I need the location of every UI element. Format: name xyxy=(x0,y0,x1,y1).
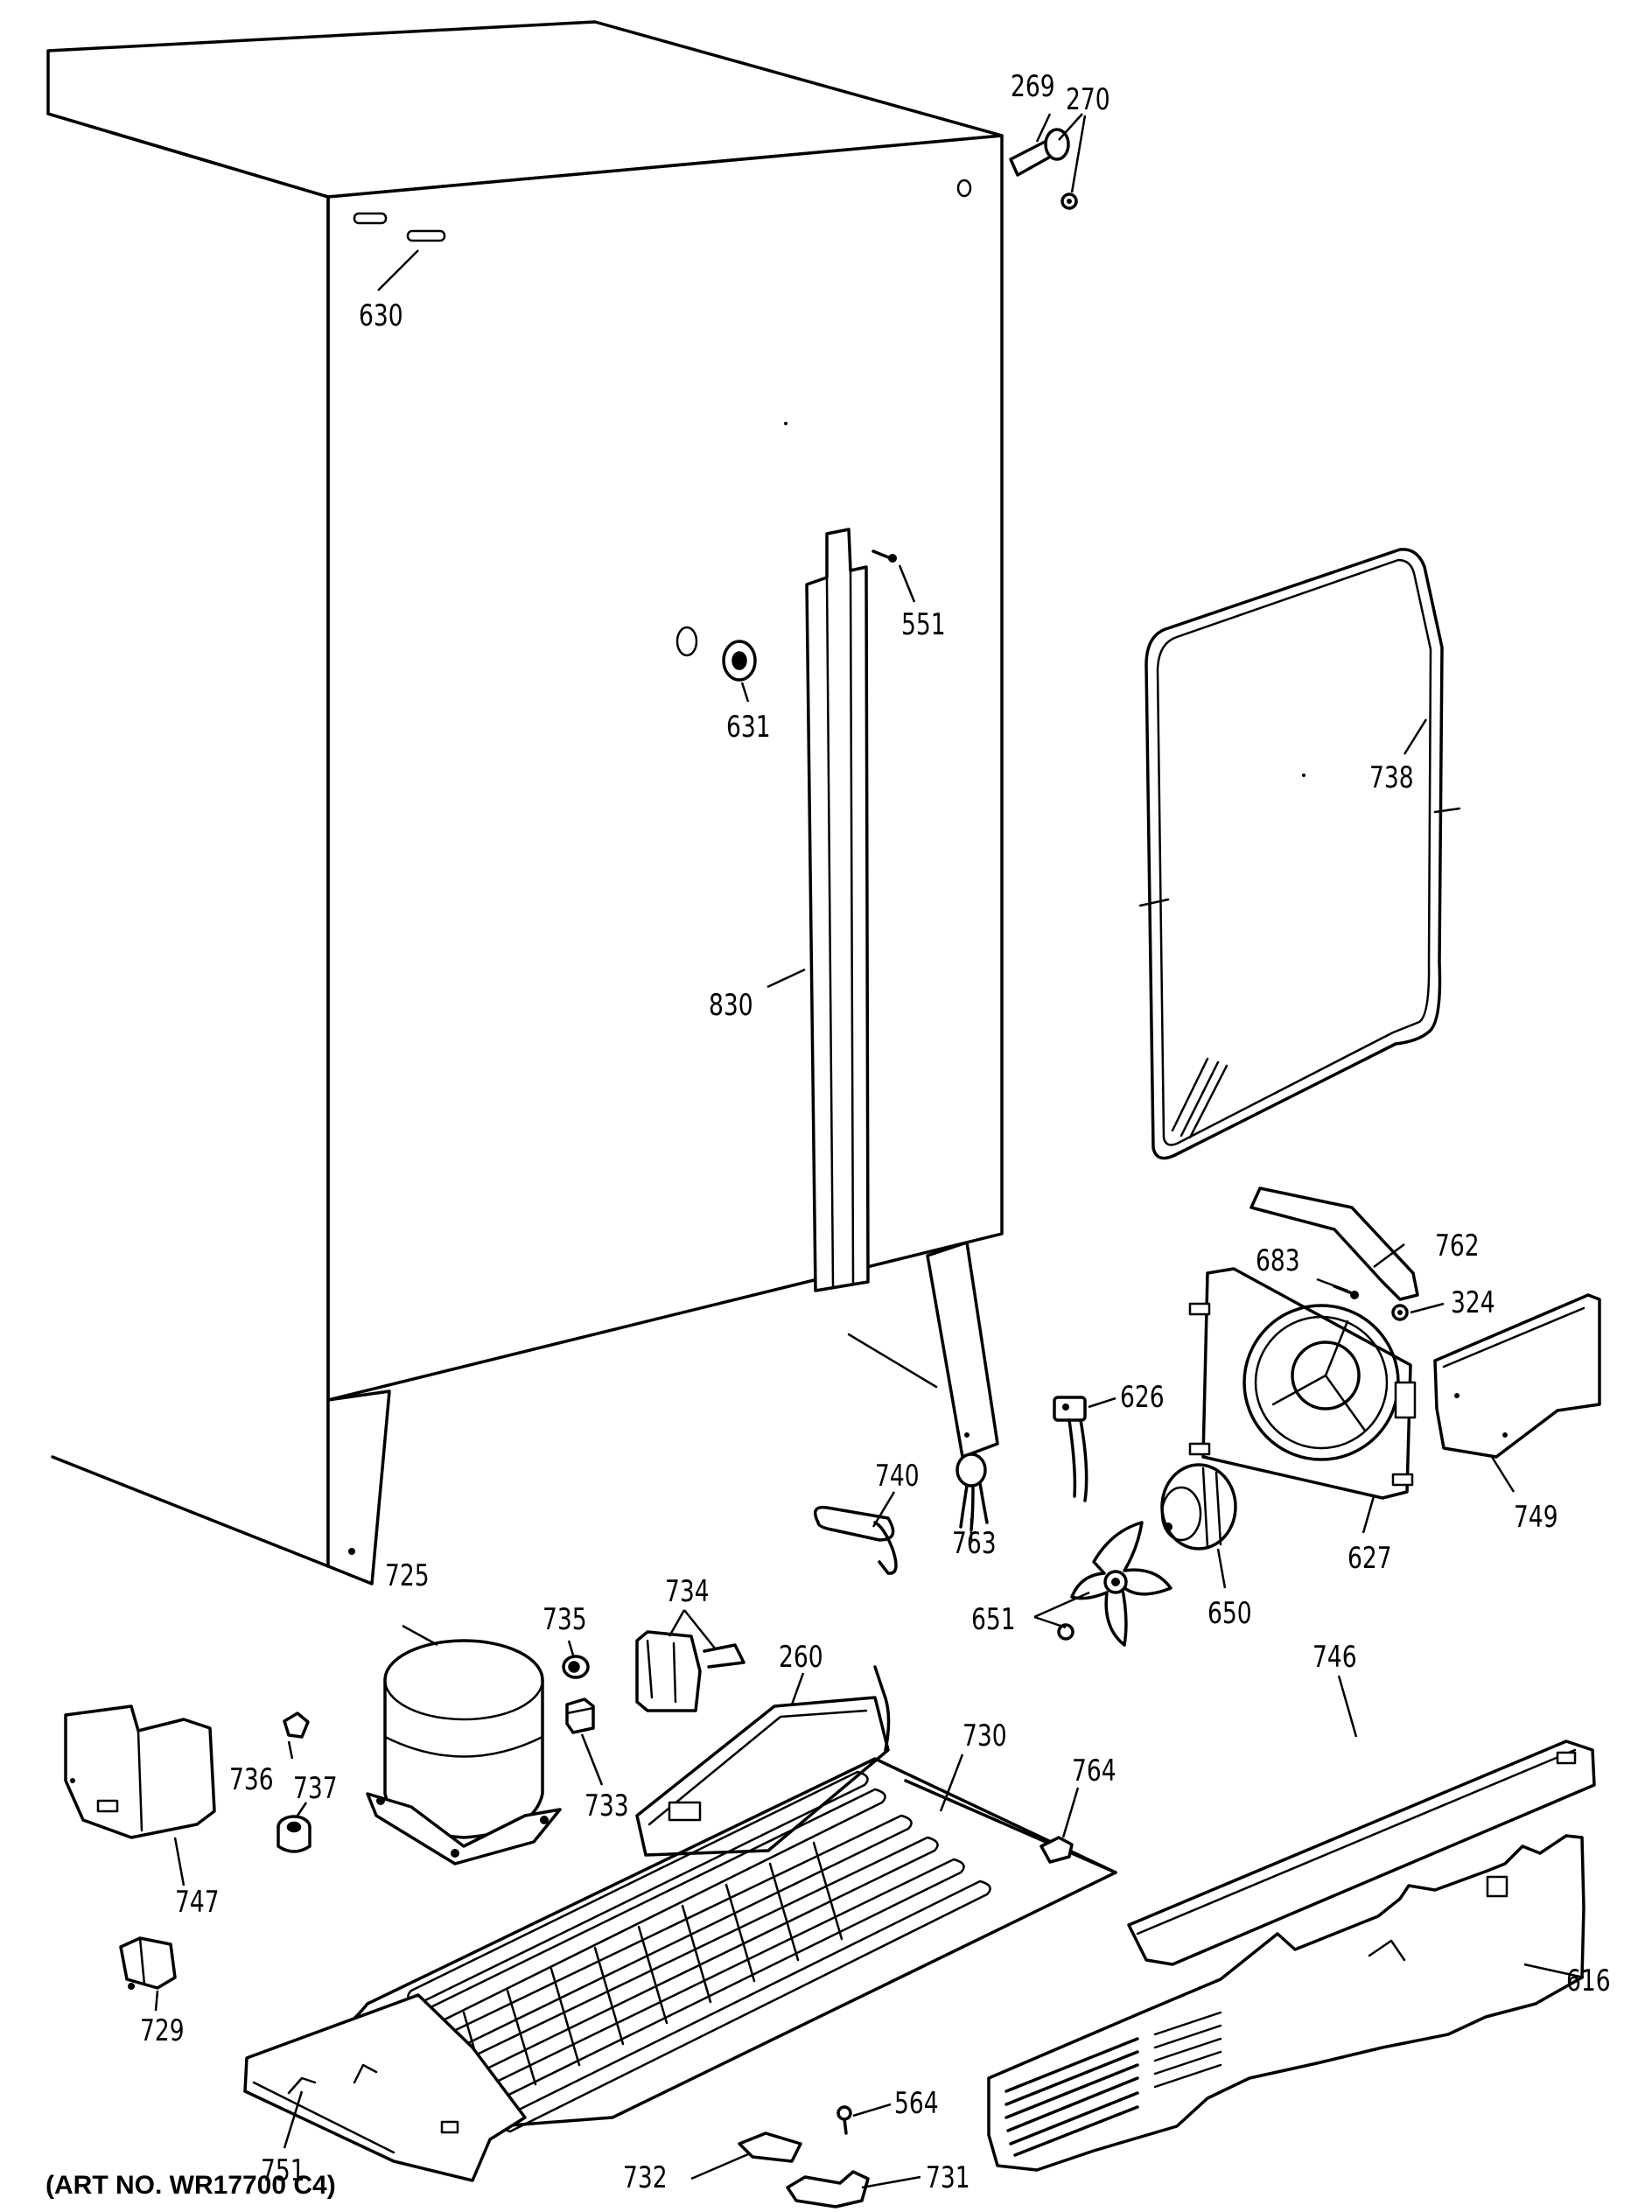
callout-764: 764 xyxy=(1072,1754,1116,1788)
connector-763 xyxy=(956,1452,989,1531)
grommet-631 xyxy=(722,640,757,682)
grommet-737 xyxy=(276,1815,312,1853)
hinge-269 xyxy=(1009,128,1078,210)
callout-735: 735 xyxy=(542,1603,587,1637)
callout-651: 651 xyxy=(971,1603,1016,1637)
callout-labels: 269 270 630 551 631 738 830 762 683 324 … xyxy=(140,70,1611,2195)
callout-736: 736 xyxy=(229,1763,274,1797)
box-729 xyxy=(119,1936,177,1990)
bracket-734 xyxy=(635,1630,746,1712)
screw-564 xyxy=(836,2105,852,2135)
callout-324: 324 xyxy=(1451,1286,1495,1320)
clip-736 xyxy=(283,1712,310,1739)
callout-630: 630 xyxy=(359,299,403,333)
callout-564: 564 xyxy=(894,2087,939,2121)
callout-730: 730 xyxy=(962,1719,1007,1754)
fan-shroud-627 xyxy=(1188,1267,1417,1500)
callout-747: 747 xyxy=(175,1886,220,1920)
clip-764 xyxy=(1040,1836,1074,1864)
cover-749 xyxy=(1433,1293,1601,1459)
callout-734: 734 xyxy=(665,1575,710,1609)
callout-683: 683 xyxy=(1256,1244,1300,1278)
callout-732: 732 xyxy=(623,2161,668,2195)
callout-729: 729 xyxy=(140,2014,185,2048)
gasket-738 xyxy=(1138,548,1461,1160)
callout-631: 631 xyxy=(726,710,771,745)
divider-channel-830 xyxy=(805,528,870,1292)
callout-551: 551 xyxy=(901,608,946,642)
relay-733 xyxy=(565,1698,595,1734)
leader-lines xyxy=(154,113,1585,2189)
bracket-731 xyxy=(786,2170,870,2208)
callout-650: 650 xyxy=(1208,1597,1252,1631)
callout-738: 738 xyxy=(1369,761,1414,795)
callout-731: 731 xyxy=(926,2161,970,2195)
callout-763: 763 xyxy=(952,1527,997,1561)
thermostat-626 xyxy=(1053,1396,1088,1502)
callout-733: 733 xyxy=(584,1789,629,1824)
art-number-caption: (ART NO. WR17700 C4) xyxy=(46,2171,336,2200)
callout-269: 269 xyxy=(1011,70,1055,104)
base-751 xyxy=(243,1993,527,2182)
callout-737: 737 xyxy=(293,1772,338,1806)
strip-762 xyxy=(1250,1186,1419,1301)
callout-270: 270 xyxy=(1066,83,1110,117)
callout-725: 725 xyxy=(385,1559,430,1593)
fan-motor-650 xyxy=(1160,1463,1237,1550)
callout-616: 616 xyxy=(1566,1964,1611,1998)
block-732 xyxy=(738,2132,802,2163)
compressor-725 xyxy=(366,1639,562,1866)
callout-740: 740 xyxy=(875,1460,920,1494)
callout-626: 626 xyxy=(1120,1381,1165,1415)
screw-324 xyxy=(1391,1304,1409,1321)
rail-746 xyxy=(1127,1740,1596,1966)
callout-830: 830 xyxy=(709,989,753,1023)
callout-627: 627 xyxy=(1348,1542,1392,1576)
grommet-735 xyxy=(562,1655,590,1679)
screw-551 xyxy=(872,550,897,563)
callout-751: 751 xyxy=(261,2154,305,2188)
cover-747 xyxy=(64,1704,216,1839)
fan-blade-651 xyxy=(1057,1521,1172,1647)
callout-762: 762 xyxy=(1435,1229,1480,1264)
clip-740 xyxy=(813,1505,898,1575)
callout-746: 746 xyxy=(1312,1641,1357,1675)
callout-749: 749 xyxy=(1514,1501,1558,1535)
drain-pan-260 xyxy=(635,1696,890,1857)
callout-260: 260 xyxy=(779,1641,823,1675)
grille-616 xyxy=(987,1834,1586,2172)
